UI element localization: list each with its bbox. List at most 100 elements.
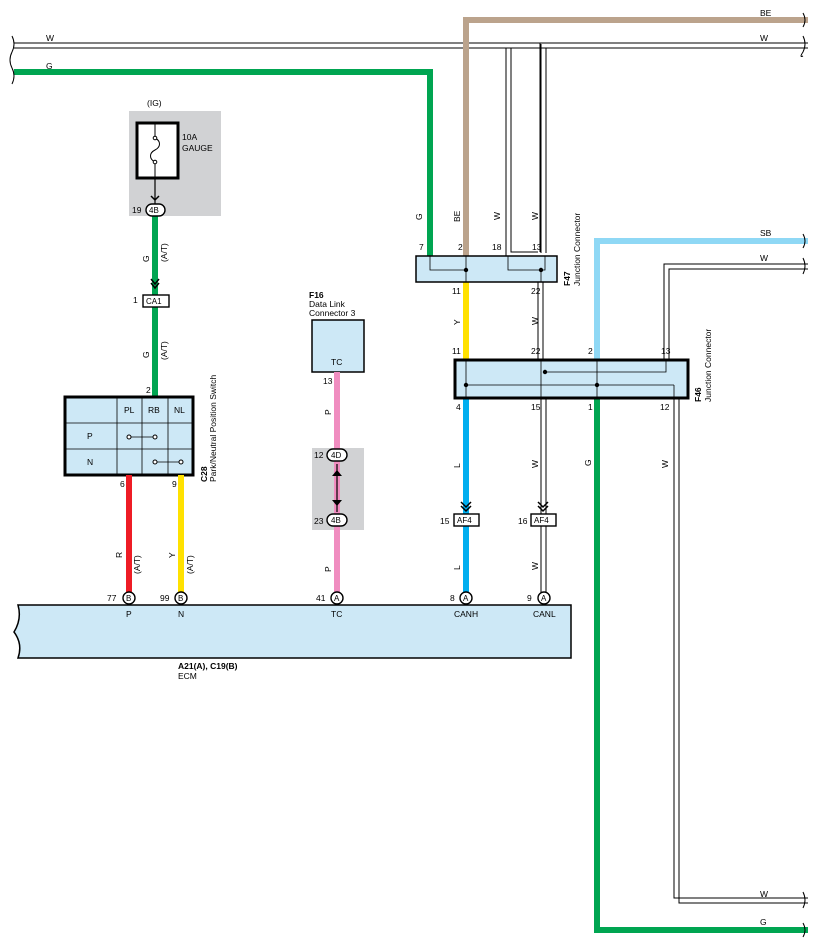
pin-f46-2: 2: [588, 346, 593, 356]
w-code-top-left: W: [46, 33, 54, 43]
svg-text:4B: 4B: [149, 206, 159, 215]
pin-f46-13: 13: [661, 346, 671, 356]
f47-code: F47: [562, 271, 572, 286]
pin-ecm-8: 8: [450, 593, 455, 603]
g-code-switch-wire: G: [141, 351, 151, 358]
ecm-term-p: P: [126, 609, 132, 619]
p-code-upper: P: [323, 409, 333, 415]
w-code-vertical-18: W: [492, 212, 502, 220]
f47-name: Junction Connector: [572, 213, 582, 286]
pin-f47-11: 11: [452, 286, 461, 296]
pin-f46-11: 11: [452, 346, 461, 356]
badge-4b-joint: 4B: [326, 513, 348, 527]
c28-contacts: [126, 434, 184, 465]
w-drop-13: [540, 44, 808, 253]
badge-a-41: A: [330, 591, 344, 605]
svg-text:4D: 4D: [331, 451, 341, 460]
top-w-wire-1: [14, 42, 808, 49]
pin-ecm-9: 9: [527, 593, 532, 603]
svg-text:B: B: [178, 594, 183, 603]
y-code-switch: Y: [167, 552, 177, 558]
c28-row-p: P: [87, 431, 93, 441]
joint-down-arrow-icon: [332, 500, 342, 506]
w-code-right-2: W: [760, 253, 768, 263]
pin-f47-13: 13: [532, 242, 542, 252]
svg-text:CA1: CA1: [146, 297, 162, 306]
pin-f16-13: 13: [323, 376, 333, 386]
green-wire-bottom: [594, 398, 808, 933]
sky-blue-wire: [594, 238, 808, 360]
p-code-lower: P: [323, 566, 333, 572]
pin-af4-16: 16: [518, 516, 528, 526]
pin-f47-22: 22: [531, 286, 541, 296]
af4-15-chevron-icon: [460, 501, 472, 513]
fuse-box: [135, 121, 180, 180]
pin-f46-22: 22: [531, 346, 541, 356]
f16-terminal: TC: [331, 357, 342, 367]
f16-name-1: Data Link: [309, 299, 346, 309]
ecm-term-canl: CANL: [533, 609, 556, 619]
svg-text:4B: 4B: [331, 516, 341, 525]
w-code-bottom: W: [760, 889, 768, 899]
badge-4d: 4D: [326, 448, 348, 462]
pin-ecm-77: 77: [107, 593, 117, 603]
pin-f47-2: 2: [458, 242, 463, 252]
w-wire-canl: [540, 398, 547, 597]
badge-af4-16: AF4: [530, 513, 557, 527]
beige-wire: [463, 17, 808, 256]
ecm-body: [13, 604, 572, 659]
pin-joint-23: 23: [314, 516, 324, 526]
badge-a-9: A: [537, 591, 551, 605]
l-code-lower: L: [452, 565, 462, 570]
g-code-fuse-wire: G: [141, 255, 151, 262]
joint-up-arrow-icon: [332, 470, 342, 476]
badge-4b-fuse: 4B: [145, 203, 166, 217]
wire-break-marks: [9, 12, 806, 938]
w-code-right: W: [760, 33, 768, 43]
f46-internal-lines: [465, 360, 675, 398]
c28-col-nl: NL: [174, 405, 185, 415]
pin-fuse-out: 19: [132, 205, 142, 215]
w-code-vertical-15: W: [530, 460, 540, 468]
pin-f47-18: 18: [492, 242, 502, 252]
top-w-wire-2: [539, 42, 808, 252]
badge-a-8: A: [459, 591, 473, 605]
ecm-term-tc: TC: [331, 609, 342, 619]
w-code-vertical-22: W: [530, 317, 540, 325]
c28-col-rb: RB: [148, 405, 160, 415]
svg-text:A: A: [334, 594, 340, 603]
c28-row-n: N: [87, 457, 93, 467]
w-code-vertical-13: W: [530, 212, 540, 220]
pin-f47-7: 7: [419, 242, 424, 252]
svg-text:AF4: AF4: [457, 516, 472, 525]
pin-ecm-41: 41: [316, 593, 326, 603]
ecm-code: A21(A), C19(B): [178, 661, 238, 671]
be-code-vertical: BE: [452, 210, 462, 222]
svg-text:B: B: [126, 594, 131, 603]
y-code-vertical: Y: [452, 319, 462, 325]
pin-f46-1: 1: [588, 402, 593, 412]
c28-name: Park/Neutral Position Switch: [208, 374, 218, 482]
right-w-loop: [663, 263, 808, 904]
green-wire-top: [14, 69, 433, 256]
svg-text:A: A: [463, 594, 469, 603]
at-code-yellow: (A/T): [185, 555, 195, 574]
svg-text:AF4: AF4: [534, 516, 549, 525]
w-code-lower-canl: W: [530, 562, 540, 570]
ecm-term-canh: CANH: [454, 609, 478, 619]
w-drop-18: [505, 48, 538, 257]
r-code: R: [114, 552, 124, 558]
f46-connector-body: [453, 358, 690, 400]
pin-ecm-99: 99: [160, 593, 170, 603]
f46-name: Junction Connector: [703, 329, 713, 402]
fuse-name-label: GAUGE: [182, 143, 213, 153]
pin-joint-12: 12: [314, 450, 324, 460]
pin-c28-9: 9: [172, 479, 177, 489]
c28-code: C28: [199, 466, 209, 482]
f46-code: F46: [693, 387, 703, 402]
badge-b-99: B: [174, 591, 188, 605]
ca1-chevron-icon: [150, 278, 160, 290]
c28-col-pl: PL: [124, 405, 135, 415]
pin-f46-15: 15: [531, 402, 541, 412]
fuse-rating-label: 10A: [182, 132, 197, 142]
